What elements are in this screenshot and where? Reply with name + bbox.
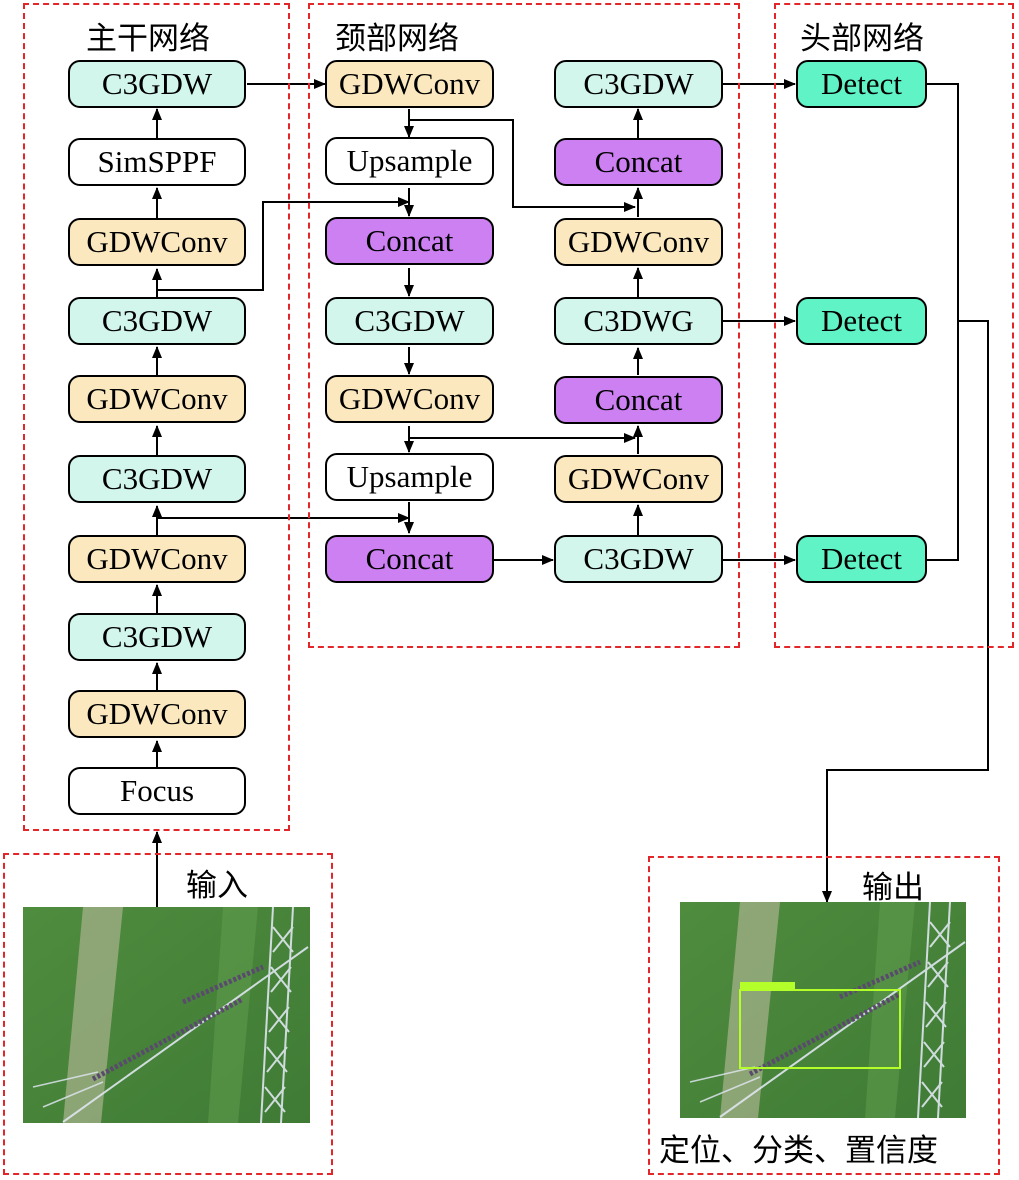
neck-concat-2: Concat bbox=[325, 535, 494, 583]
backbone-region bbox=[23, 3, 290, 831]
backbone-c3gdw-3: C3GDW bbox=[68, 297, 246, 345]
neck-gdwconv-3: GDWConv bbox=[554, 218, 723, 266]
neck-c3gdw-bottom: C3GDW bbox=[554, 535, 723, 583]
input-region bbox=[3, 853, 333, 1175]
neck-region bbox=[308, 3, 740, 648]
backbone-c3gdw-4: C3GDW bbox=[68, 60, 246, 108]
neck-upsample-2: Upsample bbox=[325, 453, 494, 501]
head-detect-2: Detect bbox=[796, 297, 927, 345]
neck-c3gdw-1: C3GDW bbox=[325, 297, 494, 345]
neck-concat-4: Concat bbox=[554, 376, 723, 424]
neck-upsample-1: Upsample bbox=[325, 137, 494, 185]
arrow-head-to-output bbox=[822, 320, 989, 903]
head-region bbox=[774, 3, 1014, 648]
output-image bbox=[680, 902, 966, 1118]
neck-gdwconv-4: GDWConv bbox=[554, 455, 723, 503]
arrow-skip-upsample-branch-1 bbox=[409, 119, 636, 212]
neck-gdwconv-1: GDWConv bbox=[325, 60, 494, 108]
backbone-gdwconv-4: GDWConv bbox=[68, 218, 246, 266]
input-image bbox=[23, 907, 310, 1123]
neck-concat-3: Concat bbox=[554, 138, 723, 186]
neck-c3gdw-top: C3GDW bbox=[554, 60, 723, 108]
detection-box bbox=[739, 989, 901, 1069]
detection-label-tag bbox=[740, 982, 795, 990]
input-title: 输入 bbox=[186, 868, 248, 904]
output-region bbox=[648, 856, 1000, 1175]
backbone-c3gdw-1: C3GDW bbox=[68, 613, 246, 661]
backbone-c3gdw-2: C3GDW bbox=[68, 455, 246, 503]
head-detect-3: Detect bbox=[796, 535, 927, 583]
neck-title: 颈部网络 bbox=[335, 21, 459, 57]
output-caption: 定位、分类、置信度 bbox=[659, 1133, 938, 1169]
backbone-focus: Focus bbox=[68, 767, 246, 815]
backbone-gdwconv-3: GDWConv bbox=[68, 375, 246, 423]
neck-concat-1: Concat bbox=[325, 217, 494, 265]
neck-c3dwg: C3DWG bbox=[554, 297, 723, 345]
backbone-title: 主干网络 bbox=[86, 21, 210, 57]
head-detect-1: Detect bbox=[796, 60, 927, 108]
backbone-gdwconv-2: GDWConv bbox=[68, 535, 246, 583]
backbone-gdwconv-1: GDWConv bbox=[68, 690, 246, 738]
neck-gdwconv-2: GDWConv bbox=[325, 375, 494, 423]
backbone-simsppf: SimSPPF bbox=[68, 138, 246, 186]
head-title: 头部网络 bbox=[800, 21, 924, 57]
arrow-skip-backbone-to-concat-1 bbox=[157, 197, 410, 291]
output-title: 输出 bbox=[862, 870, 924, 906]
